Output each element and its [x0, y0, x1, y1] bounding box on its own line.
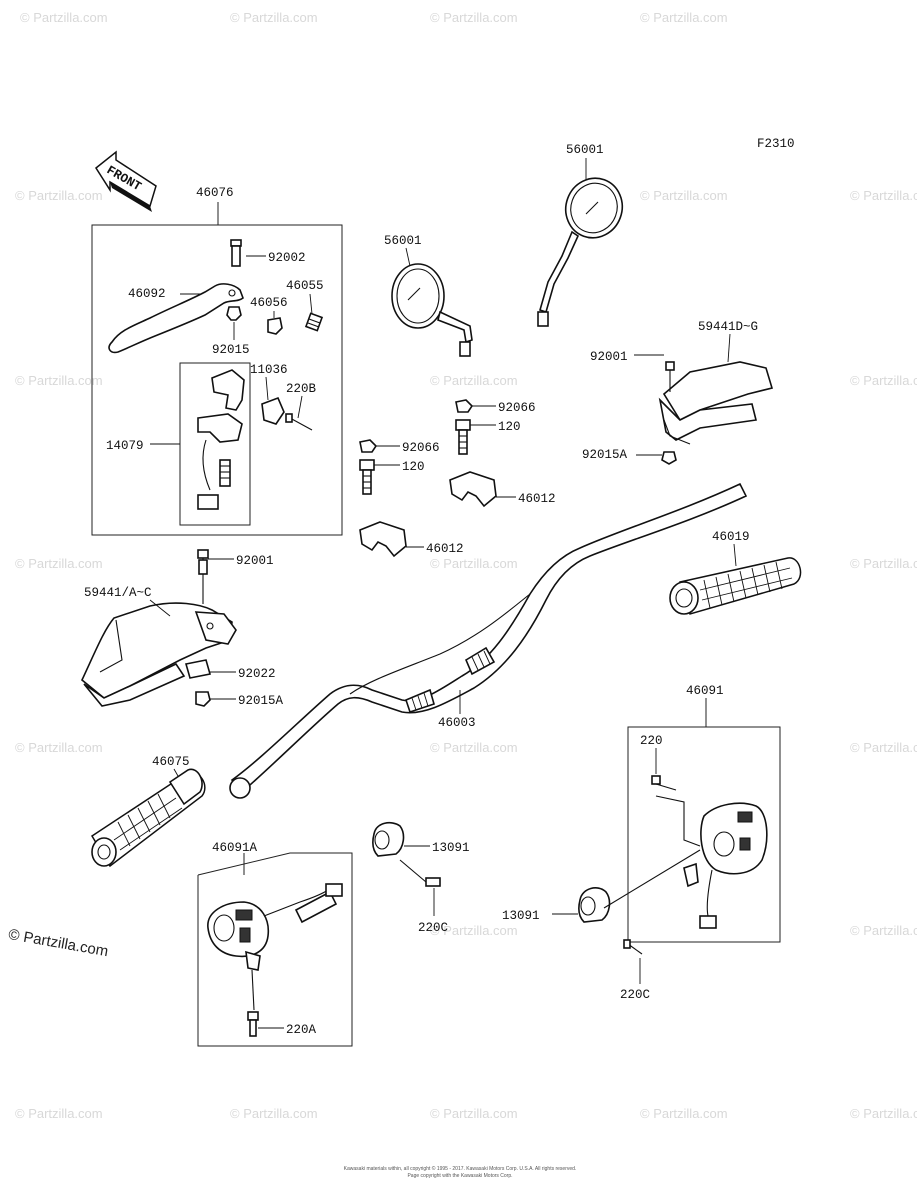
mirror-left [391, 263, 473, 357]
front-arrow-icon: FRONT [95, 150, 157, 212]
handguard-left [81, 549, 237, 707]
clamp-bolt-upper [455, 399, 474, 455]
watermark: © Partzilla.com [430, 1106, 518, 1121]
label-220A: 220A [286, 1023, 317, 1037]
watermark: © Partzilla.com [430, 923, 518, 938]
label-46091A: 46091A [212, 841, 258, 855]
left-switch-assembly [197, 852, 353, 1047]
label-59441-A-C: 59441/A~C [84, 586, 152, 600]
label-56001-right: 56001 [566, 143, 604, 157]
label-11036: 11036 [250, 363, 288, 377]
label-46056: 46056 [250, 296, 288, 310]
watermark: © Partzilla.com [850, 188, 917, 203]
label-14079: 14079 [106, 439, 144, 453]
label-92066-upper: 92066 [498, 401, 536, 415]
label-120-upper: 120 [498, 420, 521, 434]
label-13091-left: 13091 [432, 841, 470, 855]
watermark: © Partzilla.com [15, 188, 103, 203]
watermark: © Partzilla.com [640, 10, 728, 25]
handlebar [229, 482, 748, 799]
label-92015A-left: 92015A [238, 694, 284, 708]
watermark: © Partzilla.com [640, 1106, 728, 1121]
label-46076: 46076 [196, 186, 234, 200]
watermark: © Partzilla.com [230, 10, 318, 25]
watermark: © Partzilla.com [850, 740, 917, 755]
watermark-layer: © Partzilla.com © Partzilla.com © Partzi… [15, 10, 917, 1121]
label-56001-left: 56001 [384, 234, 422, 248]
footer-notice: Kawasaki materials within, all copyright… [330, 1166, 590, 1180]
handlebar-holder-lower [359, 521, 407, 558]
watermark: © Partzilla.com [430, 740, 518, 755]
watermark: © Partzilla.com [850, 923, 917, 938]
label-46075: 46075 [152, 755, 190, 769]
watermark: © Partzilla.com [15, 740, 103, 755]
label-120-lower: 120 [402, 460, 425, 474]
footer-line-1: Kawasaki materials within, all copyright… [343, 1166, 577, 1172]
label-46055: 46055 [286, 279, 324, 293]
watermark: © Partzilla.com [430, 556, 518, 571]
watermark: © Partzilla.com [230, 1106, 318, 1121]
watermark: © Partzilla.com [850, 1106, 917, 1121]
handguard-right [658, 361, 774, 465]
label-92015A-right: 92015A [582, 448, 628, 462]
label-92001-left: 92001 [236, 554, 274, 568]
watermark: © Partzilla.com [15, 1106, 103, 1121]
switch-clamp-left [372, 821, 441, 887]
label-92001-right: 92001 [590, 350, 628, 364]
watermark: © Partzilla.com [15, 556, 103, 571]
handlebar-holder-upper [449, 471, 497, 508]
label-46092: 46092 [128, 287, 166, 301]
label-92002: 92002 [268, 251, 306, 265]
label-92022: 92022 [238, 667, 276, 681]
grip-right [669, 557, 802, 615]
label-220C-right: 220C [620, 988, 650, 1002]
label-46012-lower: 46012 [426, 542, 464, 556]
label-92015: 92015 [212, 343, 250, 357]
label-220: 220 [640, 734, 663, 748]
label-220C-left: 220C [418, 921, 448, 935]
label-92066-lower: 92066 [402, 441, 440, 455]
watermark: © Partzilla.com [20, 10, 108, 25]
watermark: © Partzilla.com [640, 188, 728, 203]
label-46012-upper: 46012 [518, 492, 556, 506]
grip-left [90, 768, 206, 868]
watermark: © Partzilla.com [430, 373, 518, 388]
watermark: © Partzilla.com [850, 556, 917, 571]
label-13091-right: 13091 [502, 909, 540, 923]
mirror-right [537, 177, 624, 327]
watermark: © Partzilla.com [850, 373, 917, 388]
label-46003: 46003 [438, 716, 476, 730]
right-switch-assembly [627, 698, 781, 943]
footer-line-2: Page copyright with the Kawasaki Motors … [407, 1173, 513, 1179]
watermark: © Partzilla.com [15, 373, 103, 388]
label-220B: 220B [286, 382, 317, 396]
watermark: © Partzilla.com [430, 10, 518, 25]
label-46091: 46091 [686, 684, 724, 698]
switch-clamp-right [578, 849, 701, 955]
figure-code: F2310 [757, 137, 795, 151]
label-59441D-G: 59441D~G [698, 320, 758, 334]
label-46019: 46019 [712, 530, 750, 544]
clamp-bolt-lower [359, 439, 378, 495]
